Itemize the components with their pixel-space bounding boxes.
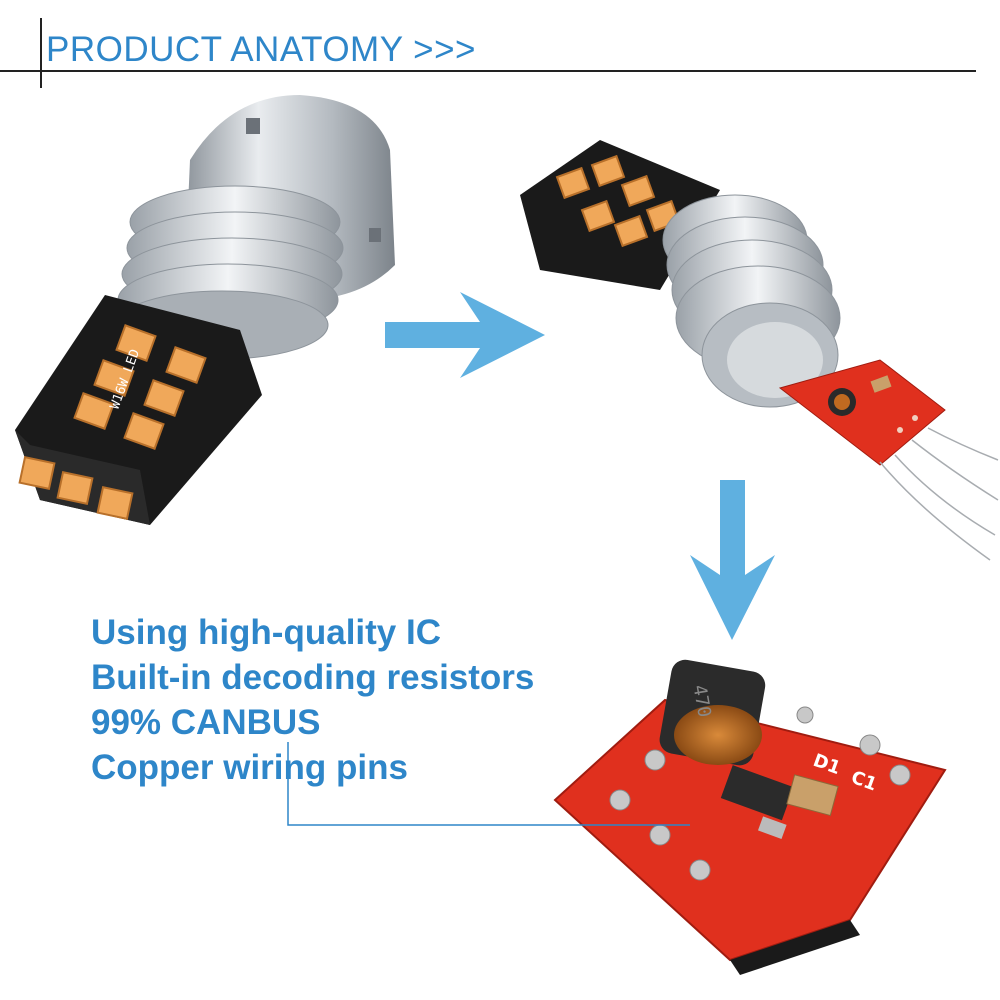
bulb-led-chips bbox=[18, 324, 207, 521]
feature-item: Built-in decoding resistors bbox=[91, 658, 535, 697]
led-bulb-exploded bbox=[520, 140, 999, 561]
led-bulb-assembled: W16W LED bbox=[15, 95, 395, 525]
bulb-pin bbox=[246, 118, 260, 134]
feature-item: Copper wiring pins bbox=[91, 748, 408, 787]
bulb-pin bbox=[369, 228, 381, 242]
header-horizontal-rule bbox=[0, 70, 976, 72]
copper-wires bbox=[879, 427, 999, 561]
arrow-right-icon bbox=[385, 292, 545, 378]
bulb-led-chips bbox=[555, 154, 681, 248]
header-vertical-rule bbox=[40, 18, 42, 88]
bulb-heatsink bbox=[115, 185, 344, 360]
board-diode bbox=[720, 765, 794, 821]
board-solder-pads bbox=[609, 706, 911, 881]
board-capacitor bbox=[786, 774, 839, 817]
feature-item: 99% CANBUS bbox=[91, 703, 321, 742]
driver-board-closeup: 470 D1 C1 bbox=[553, 659, 947, 975]
board-inductor: 470 bbox=[659, 659, 766, 766]
driver-board-small bbox=[778, 359, 946, 466]
callout-connector bbox=[287, 742, 690, 826]
feature-item: Using high-quality IC bbox=[91, 613, 441, 652]
bulb-heatsink bbox=[662, 194, 841, 408]
page-title: PRODUCT ANATOMY >>> bbox=[46, 30, 476, 69]
arrow-down-icon bbox=[690, 480, 775, 640]
feature-list: Using high-quality IC Built-in decoding … bbox=[91, 610, 534, 790]
